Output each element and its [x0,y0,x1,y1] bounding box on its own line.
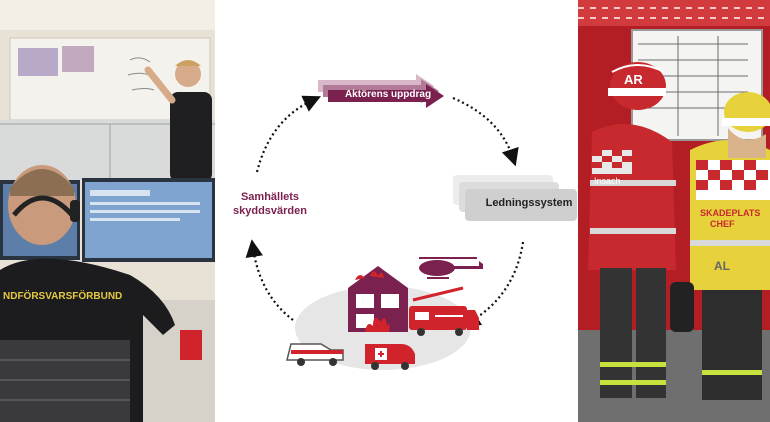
helicopter-icon [419,257,483,279]
actor-arrow-stack [318,74,444,108]
fire-truck-icon [409,286,479,336]
firefighters-illustration: Insach AR SKADEPLATS CHEF AL [578,0,770,422]
vest-left-text: Insach [594,176,621,186]
burning-house-icon [348,266,408,332]
arrow-to-society [245,239,294,321]
command-system-label: Ledningssystem [485,197,573,209]
police-car-icon [286,343,344,366]
helmet-left-text: AR [624,72,643,87]
sleeve-right-text: AL [714,259,730,273]
system-box-stack [453,175,577,221]
firefighters-photo: Insach AR SKADEPLATS CHEF AL [578,0,770,422]
arrow-to-system [452,96,519,167]
vest-right-line2: CHEF [710,219,735,229]
control-room-illustration: NDFÖRSVARSFÖRBUND [0,0,215,422]
shirt-text: NDFÖRSVARSFÖRBUND [3,289,122,302]
cycle-graphics [245,74,577,370]
society-protection-label: Samhällets skyddsvärden [233,191,307,217]
ambulance-icon [365,344,415,370]
actor-mission-label: Aktörens uppdrag [344,89,432,100]
vest-right-line1: SKADEPLATS [700,208,760,218]
arrow-to-incident [462,241,525,327]
incident-scene [286,257,483,370]
control-room-photo: NDFÖRSVARSFÖRBUND [0,0,215,422]
arrow-to-actor [255,95,321,173]
incident-cycle-diagram: Aktörens uppdrag Ledningssystem Samhälle… [215,0,578,422]
